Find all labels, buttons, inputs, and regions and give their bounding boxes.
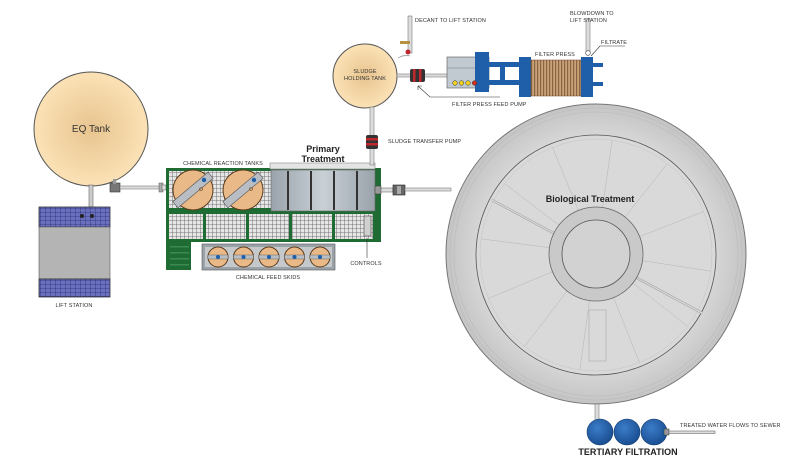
chemical-reaction-tanks-label: CHEMICAL REACTION TANKS bbox=[183, 161, 263, 167]
sludge-transfer-pump-label: SLUDGE TRANSFER PUMP bbox=[388, 139, 461, 145]
chemical-reaction-tank[interactable] bbox=[172, 169, 214, 211]
sludge-transfer-pump[interactable]: SLUDGE TRANSFER PUMP bbox=[366, 106, 461, 166]
chemical-feed-skid[interactable] bbox=[284, 246, 305, 268]
indicator-light bbox=[465, 80, 471, 86]
sludge-holding-tank[interactable]: SLUDGE HOLDING TANK bbox=[332, 43, 398, 109]
eq-to-chemical-pipe bbox=[109, 179, 167, 193]
indicator-light bbox=[452, 80, 458, 86]
indicator-lights bbox=[452, 80, 478, 86]
indicator-light bbox=[458, 80, 465, 86]
filter-press[interactable]: FILTER PRESS bbox=[446, 52, 603, 97]
basin-spoke bbox=[600, 140, 613, 221]
tertiary-filter[interactable] bbox=[640, 418, 668, 446]
lift-station-label: LIFT STATION bbox=[56, 303, 93, 309]
blowdown-label-1: BLOWDOWN TO bbox=[570, 11, 614, 17]
primary-treatment-unit[interactable]: Primary Treatment bbox=[269, 144, 376, 212]
treated-water-pipe: TREATED WATER FLOWS TO SEWER bbox=[663, 423, 781, 436]
primary-to-bio-pipe bbox=[374, 184, 452, 196]
basin-spoke bbox=[627, 211, 704, 242]
chemical-reaction-tank[interactable] bbox=[222, 169, 264, 211]
primary-treatment-label-1: Primary bbox=[306, 144, 340, 154]
tertiary-filter[interactable] bbox=[613, 418, 641, 446]
bio-to-tertiary-pipe bbox=[594, 403, 600, 422]
chemical-feed-skid[interactable] bbox=[258, 246, 280, 268]
filtrate-line: FILTRATE bbox=[590, 40, 627, 57]
filter-press-feed-pump-label: FILTER PRESS FEED PUMP bbox=[452, 102, 527, 108]
basin-spoke bbox=[579, 287, 592, 370]
basin-spoke bbox=[616, 163, 668, 228]
chemical-feed-skid[interactable] bbox=[207, 246, 229, 268]
controls-panel[interactable]: CONTROLS bbox=[350, 215, 382, 267]
blowdown-label-2: LIFT STATION bbox=[570, 18, 607, 24]
chemical-feed-skids-label: CHEMICAL FEED SKIDS bbox=[236, 275, 301, 281]
basin-spoke bbox=[524, 280, 576, 347]
decant-pipe[interactable]: DECANT TO LIFT STATION bbox=[397, 15, 486, 59]
chemical-feed-skid[interactable] bbox=[233, 246, 254, 268]
tertiary-filtration[interactable] bbox=[586, 418, 668, 446]
primary-treatment-label-2: Treatment bbox=[301, 154, 344, 164]
tertiary-filtration-label: TERTIARY FILTRATION bbox=[578, 447, 677, 457]
filtrate-label: FILTRATE bbox=[601, 40, 627, 46]
sludge-tank-label-2: HOLDING TANK bbox=[344, 76, 386, 82]
basin-spoke bbox=[504, 183, 570, 234]
basin-spoke bbox=[552, 147, 584, 223]
chemical-feed-skid[interactable] bbox=[309, 246, 331, 268]
basin-spoke bbox=[622, 274, 688, 327]
eq-tank[interactable]: EQ Tank bbox=[33, 71, 149, 187]
tertiary-filter[interactable] bbox=[586, 418, 614, 446]
eq-tank-label: EQ Tank bbox=[72, 124, 111, 135]
controls-label: CONTROLS bbox=[350, 261, 382, 267]
eq-to-lift-pipe bbox=[88, 184, 94, 208]
sludge-tank-label-1: SLUDGE bbox=[353, 69, 376, 75]
indicator-light bbox=[471, 80, 478, 86]
treated-water-label: TREATED WATER FLOWS TO SEWER bbox=[680, 423, 781, 429]
blowdown-pipe[interactable]: BLOWDOWN TO LIFT STATION bbox=[570, 11, 614, 56]
biological-treatment-label: Biological Treatment bbox=[546, 194, 635, 204]
lift-station[interactable]: LIFT STATION bbox=[38, 206, 111, 309]
basin-spoke bbox=[629, 258, 711, 272]
basin-spoke bbox=[481, 238, 563, 250]
filter-press-feed-pump[interactable]: FILTER PRESS FEED PUMP bbox=[396, 69, 527, 108]
basin-spoke bbox=[608, 285, 640, 363]
feed-skid-group bbox=[207, 246, 331, 268]
biological-treatment-basin[interactable]: Biological Treatment bbox=[445, 103, 747, 405]
basin-spoke bbox=[488, 266, 565, 299]
filter-press-label: FILTER PRESS bbox=[535, 52, 575, 58]
decant-label: DECANT TO LIFT STATION bbox=[415, 18, 486, 24]
